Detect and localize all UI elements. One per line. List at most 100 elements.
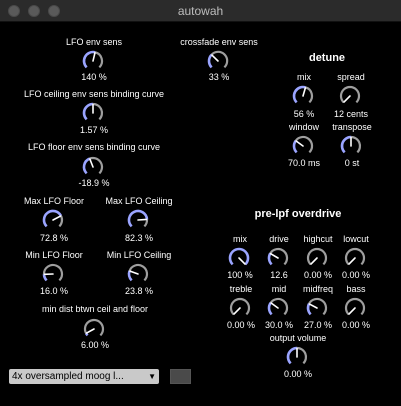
- od-lowcut-value: 0.00 %: [341, 270, 371, 280]
- lfo-env-sens-value: 140 %: [81, 72, 107, 82]
- knob-track: [296, 346, 308, 365]
- knob-track: [92, 102, 104, 121]
- knob-track: [350, 135, 362, 154]
- knob-fill-arc: [207, 53, 213, 69]
- min-lfo-floor-value: 16.0 %: [39, 286, 69, 296]
- max-lfo-floor-value: 72.8 %: [39, 233, 69, 243]
- knob-track: [344, 247, 366, 266]
- knob-pointer: [129, 270, 139, 275]
- min-dist-knob[interactable]: [82, 317, 106, 341]
- od-output-volume-value: 0.00 %: [283, 369, 313, 379]
- lfo-ceiling-curve-value: 1.57 %: [79, 125, 109, 135]
- od-treble-value: 0.00 %: [226, 320, 256, 330]
- lfo-env-sens-label: LFO env sens: [65, 37, 123, 47]
- min-lfo-ceiling-value: 23.8 %: [124, 286, 154, 296]
- knob-fill-arc: [42, 274, 48, 282]
- od-bass-value: 0.00 %: [341, 320, 371, 330]
- zoom-window-button[interactable]: [48, 5, 60, 17]
- crossfade-env-sens-knob[interactable]: [206, 49, 230, 73]
- window-title: autowah: [177, 4, 224, 18]
- detune-mix-knob[interactable]: [291, 84, 315, 108]
- knob-fill-arc: [292, 139, 298, 154]
- title-bar[interactable]: autowah: [0, 0, 401, 22]
- knob-pointer: [238, 257, 246, 265]
- knob-track: [94, 51, 104, 69]
- max-lfo-ceiling-value: 82.3 %: [124, 233, 154, 243]
- min-lfo-ceiling-knob[interactable]: [126, 262, 150, 286]
- od-treble-knob[interactable]: [228, 296, 252, 320]
- od-midfreq-label: midfreq: [302, 284, 334, 294]
- toggle-button[interactable]: [170, 369, 191, 384]
- knob-pointer: [92, 51, 96, 62]
- max-lfo-floor-label: Max LFO Floor: [23, 196, 85, 206]
- knob-track: [269, 247, 289, 266]
- knob-pointer: [348, 307, 356, 315]
- knob-fill-arc: [42, 209, 63, 228]
- od-treble-label: treble: [229, 284, 253, 294]
- knob-pointer: [211, 54, 219, 62]
- od-lowcut-label: lowcut: [343, 234, 369, 244]
- crossfade-env-sens-label: crossfade env sens: [180, 37, 258, 47]
- od-mid-label: mid: [271, 284, 287, 294]
- detune-mix-value: 56 %: [293, 109, 315, 119]
- lfo-ceiling-curve-knob[interactable]: [81, 101, 105, 125]
- knob-track: [42, 263, 64, 282]
- od-drive-knob[interactable]: [266, 246, 290, 270]
- lfo-floor-curve-knob[interactable]: [81, 155, 105, 179]
- detune-mix-label: mix: [297, 72, 311, 82]
- od-midfreq-knob[interactable]: [305, 296, 329, 320]
- detune-window-value: 70.0 ms: [287, 158, 321, 168]
- oversampling-mode-value: 4x oversampled moog l...: [12, 371, 124, 382]
- od-output-volume-label: output volume: [269, 333, 327, 343]
- od-mix-value: 100 %: [227, 270, 253, 280]
- detune-window-knob[interactable]: [291, 134, 315, 158]
- knob-pointer: [348, 257, 356, 265]
- oversampling-mode-dropdown[interactable]: 4x oversampled moog l... ▼: [9, 369, 159, 384]
- detune-spread-knob[interactable]: [338, 84, 362, 108]
- od-lowcut-knob[interactable]: [343, 246, 367, 270]
- knob-track: [308, 297, 328, 316]
- od-midfreq-value: 27.0 %: [303, 320, 333, 330]
- knob-track: [83, 318, 105, 337]
- knob-fill-arc: [286, 346, 298, 365]
- knob-track: [305, 86, 314, 104]
- max-lfo-ceiling-label: Max LFO Ceiling: [105, 196, 173, 206]
- knob-fill-arc: [267, 252, 273, 266]
- knob-track: [339, 85, 361, 104]
- minimize-window-button[interactable]: [28, 5, 40, 17]
- knob-pointer: [85, 328, 95, 334]
- knob-pointer: [52, 215, 62, 221]
- knob-fill-arc: [292, 85, 306, 104]
- od-highcut-knob[interactable]: [305, 246, 329, 270]
- detune-spread-label: spread: [337, 72, 365, 82]
- knob-track: [143, 219, 149, 228]
- od-bass-label: bass: [346, 284, 366, 294]
- max-lfo-ceiling-knob[interactable]: [126, 208, 150, 232]
- knob-track: [128, 263, 149, 282]
- knob-fill-arc: [127, 209, 149, 228]
- lfo-env-sens-knob[interactable]: [81, 49, 105, 73]
- max-lfo-floor-knob[interactable]: [41, 208, 65, 232]
- min-lfo-floor-label: Min LFO Floor: [25, 250, 83, 260]
- knob-pointer: [233, 307, 241, 315]
- knob-pointer: [270, 302, 279, 309]
- knob-track: [344, 297, 366, 316]
- od-mix-knob[interactable]: [227, 246, 251, 270]
- od-mid-knob[interactable]: [266, 296, 290, 320]
- od-bass-knob[interactable]: [343, 296, 367, 320]
- knob-fill-arc: [82, 157, 91, 175]
- knob-track: [58, 215, 64, 228]
- detune-transpose-knob[interactable]: [339, 134, 363, 158]
- lfo-floor-curve-value: -18.9 %: [78, 178, 110, 188]
- min-dist-label: min dist btwn ceil and floor: [41, 304, 149, 314]
- knob-pointer: [302, 87, 307, 97]
- detune-spread-value: 12 cents: [333, 109, 369, 119]
- od-highcut-label: highcut: [303, 234, 333, 244]
- od-output-volume-knob[interactable]: [285, 345, 309, 369]
- knob-pointer: [137, 218, 148, 221]
- knob-fill-arc: [82, 50, 96, 69]
- od-highcut-value: 0.00 %: [303, 270, 333, 280]
- min-lfo-floor-knob[interactable]: [41, 262, 65, 286]
- close-window-button[interactable]: [8, 5, 20, 17]
- knob-track: [306, 247, 328, 266]
